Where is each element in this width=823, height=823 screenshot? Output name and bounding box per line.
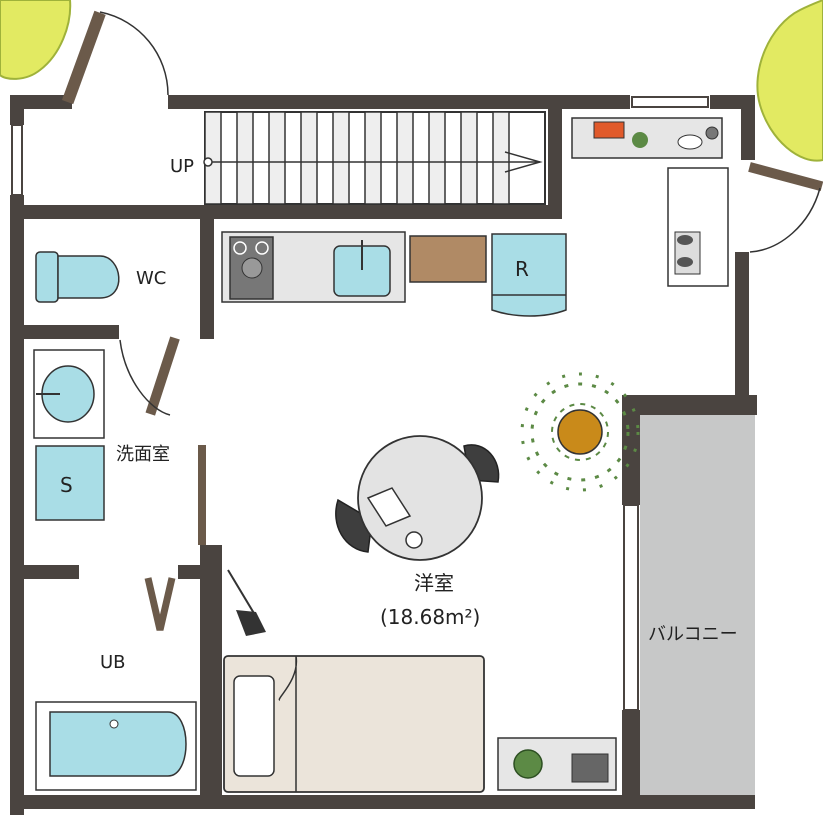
balcony-floor <box>640 415 755 795</box>
tree-icon <box>0 0 72 80</box>
entry-mat <box>667 167 729 287</box>
staircase <box>203 111 546 205</box>
side-door <box>748 162 823 253</box>
washroom-sliding-door <box>198 445 206 545</box>
wc-door <box>119 336 180 416</box>
washroom-label: 洗面室 <box>116 444 170 465</box>
wc-label: WC <box>136 268 166 289</box>
fridge-label: R <box>515 257 529 281</box>
umbrella-icon <box>227 569 266 636</box>
bed-icon <box>223 655 485 793</box>
chair-icon <box>335 498 373 553</box>
window <box>11 96 709 711</box>
shoe-icon <box>677 235 693 267</box>
room-area: (18.68m²) <box>380 605 480 629</box>
bathtub-icon <box>35 701 197 791</box>
fridge-icon <box>491 233 567 317</box>
cutting-board <box>409 235 487 283</box>
toilet-icon <box>35 251 120 303</box>
table-icon <box>357 435 483 561</box>
kitchen-counter-top <box>571 117 723 159</box>
tree-icon <box>756 0 823 162</box>
entry-door <box>61 10 169 105</box>
basin-icon <box>33 349 105 439</box>
sink-icon <box>333 240 391 297</box>
washer-label: S <box>60 473 73 497</box>
bath-door <box>144 577 176 631</box>
stove-icon <box>233 241 269 255</box>
book-icon <box>366 487 423 549</box>
walls <box>10 95 757 815</box>
balcony-label: バルコニー <box>648 624 738 645</box>
room-label: 洋室 <box>414 571 454 595</box>
plant-icon <box>513 749 543 779</box>
washer-icon <box>35 445 105 521</box>
stairs-up-label: UP <box>170 156 194 177</box>
bath-label: UB <box>100 652 126 673</box>
plant-icon <box>520 372 640 492</box>
